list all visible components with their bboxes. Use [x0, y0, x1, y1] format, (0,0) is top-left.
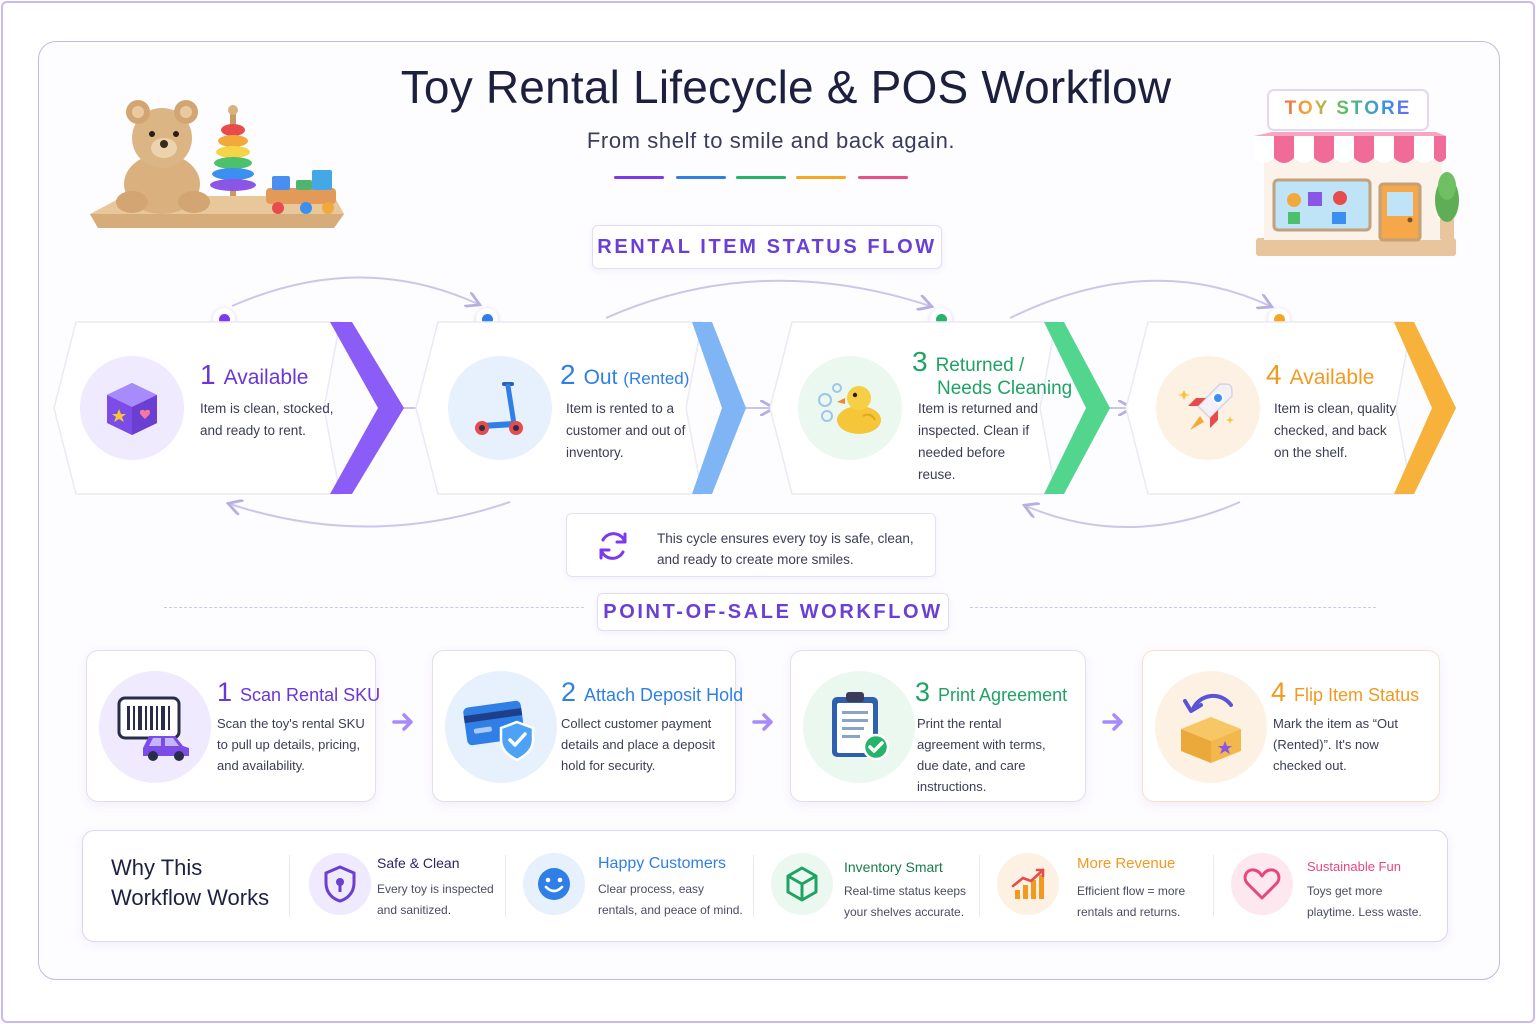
divider [505, 855, 506, 917]
status-flow-label: RENTAL ITEM STATUS FLOW [592, 225, 942, 269]
barcode-car-icon [99, 671, 211, 783]
page-subtitle: From shelf to smile and back again. [586, 128, 956, 153]
status-step-description: Item is clean, stocked, and ready to ren… [200, 401, 334, 438]
pos-workflow-label: POINT-OF-SALE WORKFLOW [597, 593, 949, 631]
benefit-title: More Revenue [1077, 855, 1176, 872]
toy-store-illustration: TOY STORE [1250, 88, 1470, 260]
pos-step-description: Mark the item as “Out (Rented)”. It's no… [1273, 716, 1398, 773]
benefit-description: Efficient flow = more rentals and return… [1077, 884, 1186, 919]
pos-step-description: Print the rental agreement with terms, d… [917, 716, 1046, 794]
section-divider-right [970, 607, 1376, 608]
status-step-description: Item is rented to a customer and out of … [566, 401, 686, 460]
card-shield-icon [445, 671, 557, 783]
benefit-title: Safe & Clean [377, 855, 460, 871]
teddy-bear-illustration [90, 100, 344, 228]
title-accent-bars [614, 176, 914, 180]
benefit-description: Real-time status keeps your shelves accu… [844, 884, 967, 919]
cube-icon [771, 853, 833, 915]
clipboard-check-icon [803, 671, 915, 783]
status-step-description: Item is clean, quality checked, and back… [1274, 401, 1397, 460]
page-title: Toy Rental Lifecycle & POS Workflow [400, 61, 1172, 113]
rubber-duck-icon [798, 356, 902, 460]
benefit-description: Every toy is inspected and sanitized. [377, 882, 494, 917]
benefit-description: Toys get more playtime. Less waste. [1307, 884, 1422, 919]
benefit-title: Happy Customers [598, 855, 727, 872]
arrow-right-icon [752, 713, 773, 731]
scooter-icon [448, 356, 552, 460]
cycle-note: This cycle ensures every toy is safe, cl… [566, 513, 936, 577]
arrow-right-icon [1102, 713, 1123, 731]
divider [979, 855, 980, 917]
section-divider-left [164, 607, 584, 608]
bar-chart-icon [997, 853, 1059, 915]
divider [753, 855, 754, 917]
smile-icon [523, 853, 585, 915]
status-step-description: Item is returned and inspected. Clean if… [918, 401, 1039, 482]
pos-step-description: Scan the toy's rental SKU to pull up det… [217, 716, 365, 773]
arrow-right-icon [392, 713, 413, 731]
divider [289, 855, 290, 917]
cycle-note-text: This cycle ensures every toy is safe, cl… [657, 531, 914, 567]
benefit-description: Clear process, easy rentals, and peace o… [598, 882, 743, 917]
refresh-cycle-icon [599, 532, 627, 560]
heart-icon [1231, 853, 1293, 915]
box-refresh-icon [1155, 671, 1267, 783]
store-sign-text: TOY STORE [1270, 98, 1426, 120]
rocket-icon [1156, 356, 1260, 460]
benefit-title: Sustainable Fun [1307, 859, 1401, 874]
pos-step-description: Collect customer payment details and pla… [561, 716, 715, 773]
shield-lock-icon [309, 853, 371, 915]
divider [1213, 855, 1214, 917]
benefit-title: Inventory Smart [844, 859, 943, 875]
benefits-heading: Why This Workflow Works [111, 855, 270, 910]
benefits-strip: Why This Workflow Works Safe & Clean Eve… [82, 830, 1448, 942]
toy-block-icon [80, 356, 184, 460]
